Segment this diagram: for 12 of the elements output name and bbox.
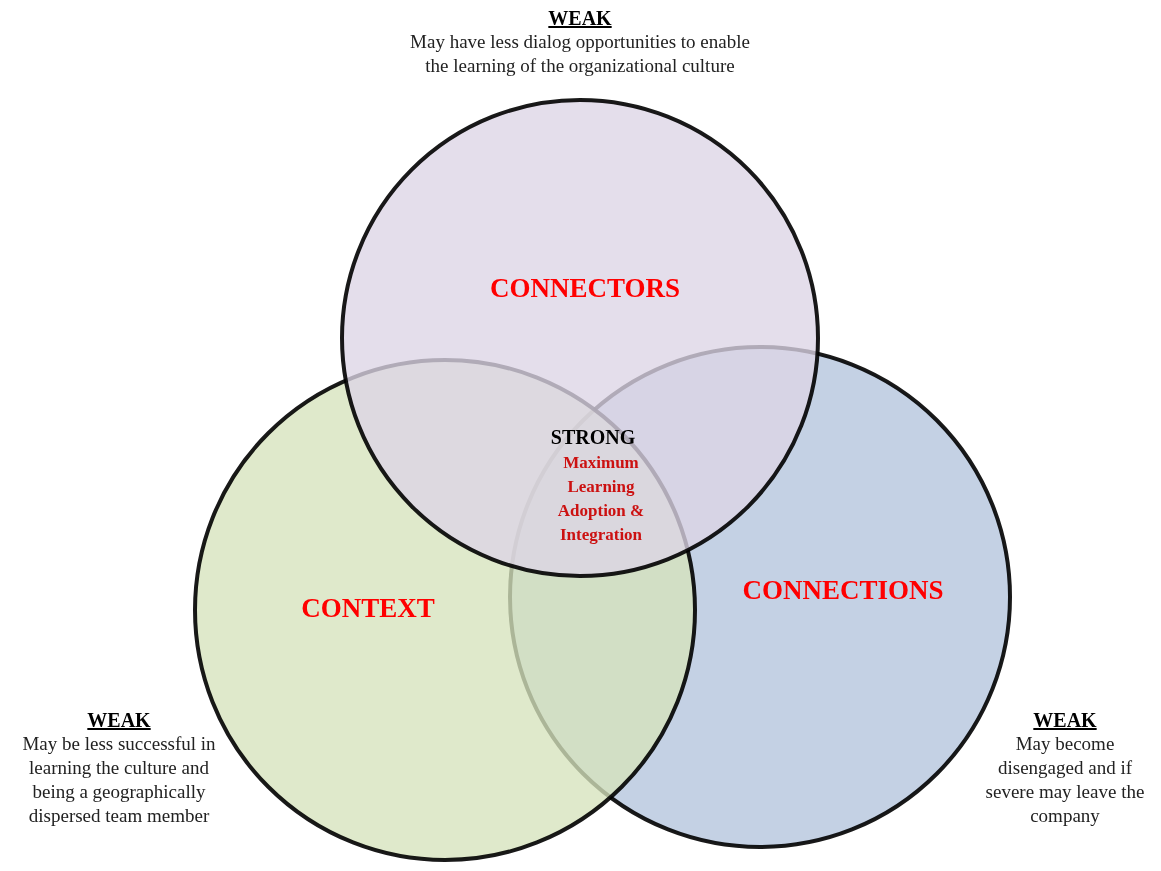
circle-title: CONNECTORS bbox=[490, 272, 680, 304]
description: May become disengaged and if severe may leave the company bbox=[984, 732, 1146, 828]
heading: WEAK bbox=[1033, 708, 1097, 732]
heading: WEAK bbox=[87, 708, 151, 732]
overlap-text: Maximum Learning Adoption & Integration bbox=[556, 452, 646, 546]
venn-circle bbox=[340, 98, 820, 578]
circle-title: CONTEXT bbox=[301, 592, 435, 624]
description: May have less dialog opportunities to enable the learning of the organizational culture bbox=[409, 30, 751, 78]
heading: WEAK bbox=[548, 6, 612, 30]
overlap-heading: STRONG bbox=[549, 425, 637, 450]
description: May be less successful in learning the culture and being a geographically dispersed team member bbox=[21, 732, 217, 828]
circle-title: CONNECTIONS bbox=[742, 574, 944, 606]
